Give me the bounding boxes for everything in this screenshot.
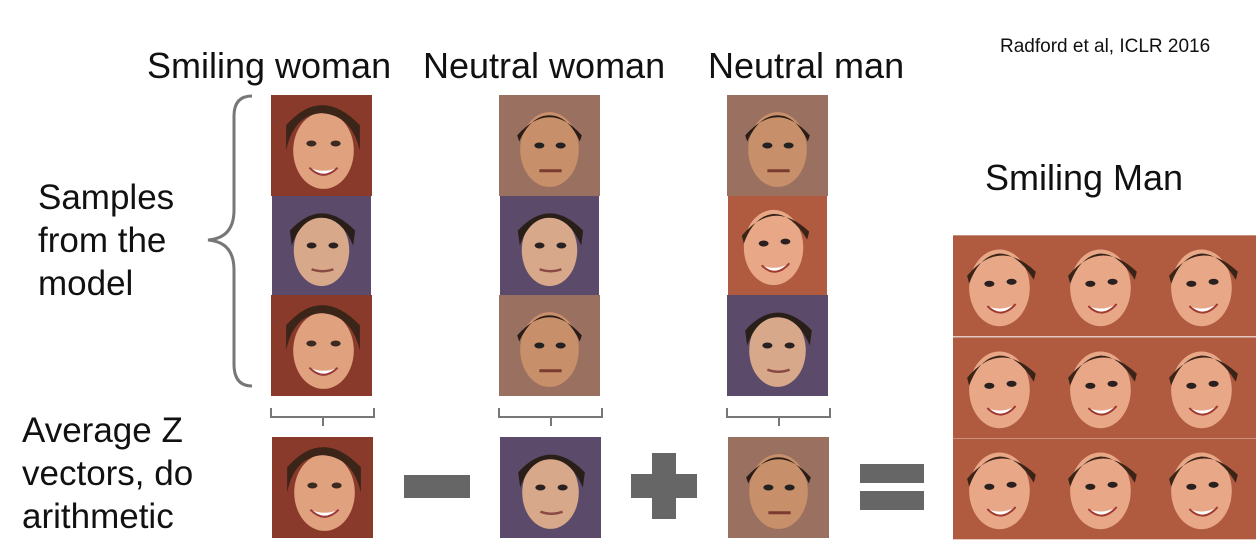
face-image bbox=[1155, 235, 1256, 337]
average-label-line-2: vectors, do bbox=[22, 454, 194, 493]
equals-sign-bottom bbox=[860, 491, 924, 510]
face-image bbox=[726, 95, 829, 196]
equals-sign-top bbox=[860, 464, 924, 483]
result-grid bbox=[953, 235, 1256, 540]
samples-label: Samples from the model bbox=[38, 176, 174, 305]
face-image bbox=[953, 235, 1054, 337]
face-image bbox=[953, 438, 1054, 540]
citation: Radford et al, ICLR 2016 bbox=[1000, 36, 1211, 57]
face-image bbox=[726, 196, 829, 295]
column-header-neutral-man: Neutral man bbox=[708, 45, 905, 86]
samples-label-line-1: Samples bbox=[38, 178, 175, 217]
face-image bbox=[953, 337, 1054, 439]
face-image bbox=[270, 295, 373, 396]
face-image bbox=[270, 196, 373, 295]
face-image bbox=[1155, 438, 1256, 540]
result-label: Smiling Man bbox=[985, 157, 1184, 198]
average-bracket bbox=[726, 408, 831, 418]
average-label-line-1: Average Z bbox=[22, 411, 183, 450]
face-image bbox=[1054, 438, 1155, 540]
plus-sign-vertical bbox=[652, 453, 676, 519]
average-bracket bbox=[270, 408, 375, 418]
face-image bbox=[500, 437, 601, 538]
average-label: Average Z vectors, do arithmetic bbox=[22, 409, 193, 538]
face-image bbox=[272, 437, 373, 538]
average-bracket bbox=[498, 408, 603, 418]
column-header-neutral-woman: Neutral woman bbox=[423, 45, 666, 86]
face-image bbox=[498, 295, 601, 396]
column-header-smiling-woman: Smiling woman bbox=[147, 45, 392, 86]
minus-sign bbox=[404, 475, 470, 498]
samples-label-line-3: model bbox=[38, 264, 134, 303]
curly-brace bbox=[207, 94, 253, 388]
face-image bbox=[1155, 337, 1256, 439]
samples-label-line-2: from the bbox=[38, 221, 167, 260]
face-image bbox=[726, 295, 829, 396]
face-image bbox=[270, 95, 373, 196]
face-image bbox=[498, 95, 601, 196]
face-image bbox=[498, 196, 601, 295]
face-image bbox=[728, 437, 829, 538]
face-image bbox=[1054, 235, 1155, 337]
average-label-line-3: arithmetic bbox=[22, 497, 174, 536]
face-image bbox=[1054, 337, 1155, 439]
